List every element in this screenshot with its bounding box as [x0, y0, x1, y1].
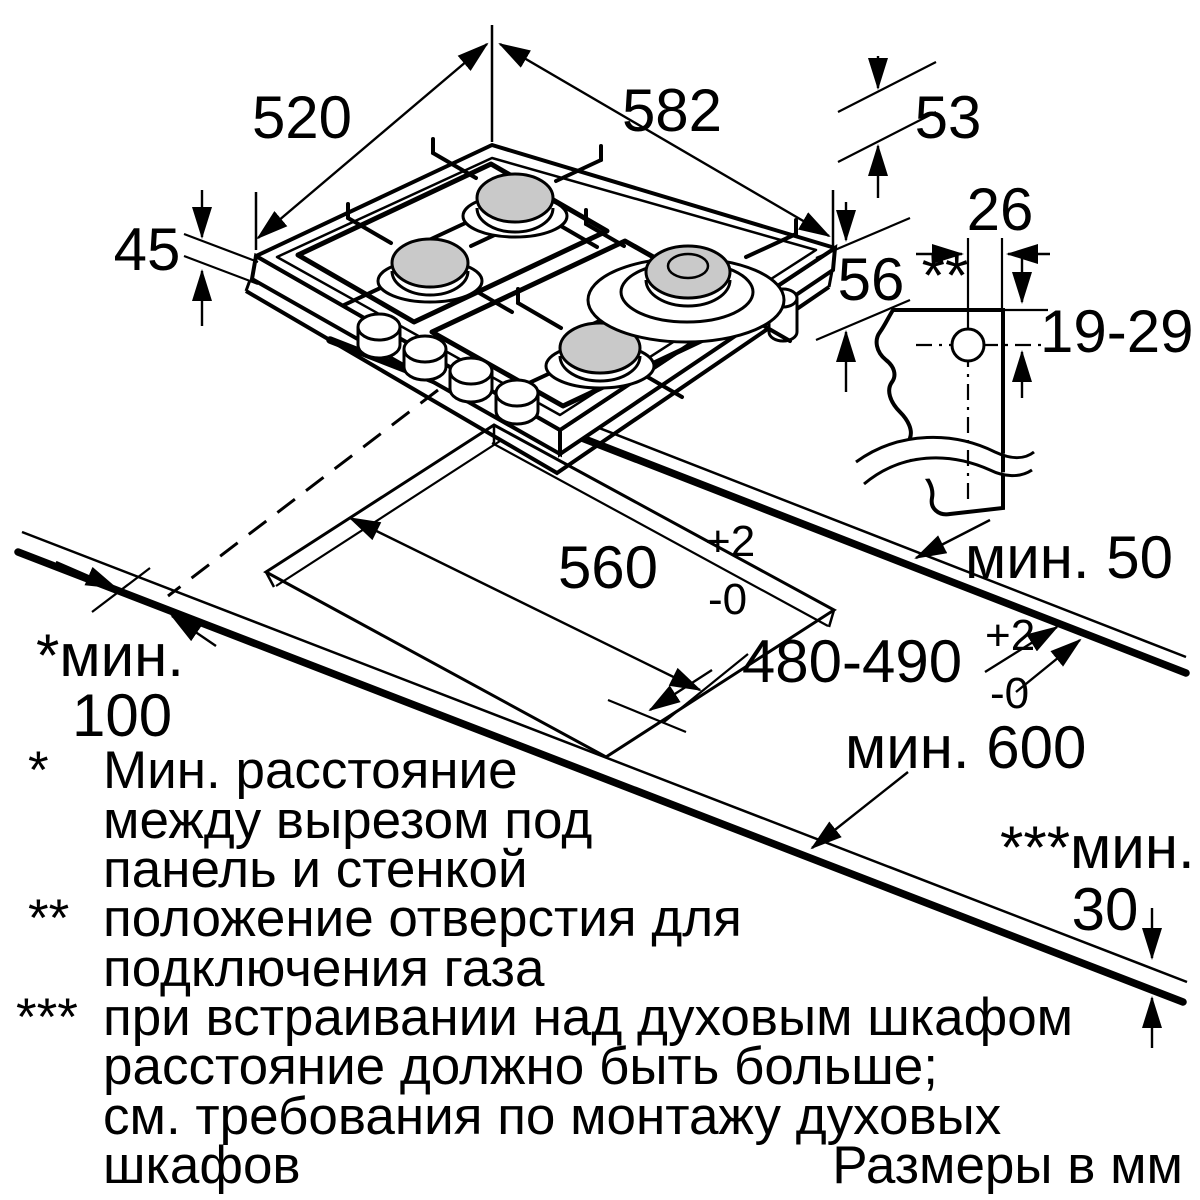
- dim-edge-height-label: 53: [915, 84, 982, 151]
- dim-cutout-width-label: 560: [558, 534, 658, 601]
- dim-gas-hole-range-label: 19-29: [1040, 298, 1193, 365]
- worktop-cutout: [263, 423, 837, 759]
- cutout-depth-tol-plus: +2: [985, 611, 1035, 660]
- dim-body-height-label: 56: [838, 246, 905, 313]
- min-back-label: мин. 50: [965, 524, 1173, 591]
- footnote-line: шкафов: [103, 1136, 301, 1195]
- dim-min-thickness-30: ***мин. 30: [1000, 814, 1195, 1048]
- gas-hole: [950, 327, 986, 363]
- dim-cutout-depth-label: 480-490: [742, 628, 962, 695]
- footnote-line: положение отверстия для: [103, 889, 742, 948]
- min-side-label: *мин.: [36, 622, 184, 689]
- units-note: Размеры в мм: [832, 1136, 1183, 1195]
- min-thickness-label: ***мин.: [1000, 814, 1195, 881]
- footnotes: * Мин. расстояние между вырезом под пане…: [16, 741, 1183, 1195]
- burner-front: [544, 321, 656, 390]
- footnote-marker-3: ***: [16, 988, 78, 1047]
- cutout-depth-tol-minus: -0: [990, 669, 1029, 718]
- cutout-width-tol-minus: -0: [708, 575, 747, 624]
- dim-cutout-depth-480-490: 480-490 +2 -0: [607, 611, 1059, 734]
- footnote-line: подключения газа: [103, 939, 545, 998]
- profile-break-lines: [855, 435, 1035, 486]
- footnote-marker-2: **: [28, 889, 69, 948]
- dim-min-back-50: мин. 50: [914, 518, 1173, 591]
- footnote-line: при встраивании над духовым шкафом: [103, 988, 1073, 1047]
- dim-min-side-100: *мин. 100: [36, 560, 217, 749]
- footnote-line: между вырезом под: [103, 791, 592, 850]
- gas-hole-marker-label: **: [922, 242, 969, 309]
- burner-wok: [586, 244, 786, 344]
- dim-body-height-56: 56: [815, 202, 911, 392]
- dim-gas-hole-offset-26: 26 **: [916, 176, 1050, 309]
- dim-hob-width-582: 582: [498, 42, 835, 248]
- dim-gas-hole-range-19-29: 19-29: [1012, 256, 1193, 398]
- footnote-line: панель и стенкой: [103, 840, 528, 899]
- dim-worktop-depth-600: мин. 600: [810, 638, 1086, 850]
- dim-hob-depth-label: 520: [252, 84, 352, 151]
- dim-edge-height-left-label: 45: [114, 216, 181, 283]
- control-knobs: [356, 312, 540, 426]
- footnote-line: см. требования по монтажу духовых: [103, 1087, 1001, 1146]
- dim-hob-width-label: 582: [622, 77, 722, 144]
- dim-edge-height-53: 53: [837, 56, 982, 198]
- dim-gas-hole-offset-label: 26: [967, 176, 1034, 243]
- cutout-width-tol-plus: +2: [705, 517, 755, 566]
- dim-edge-height-45: 45: [114, 190, 259, 326]
- footnote-line: расстояние должно быть больше;: [103, 1037, 938, 1096]
- hob-body-base-edge: [244, 285, 831, 476]
- projection-dashed-line: [167, 388, 439, 598]
- footnote-marker-1: *: [28, 741, 49, 800]
- dim-cutout-width-560: 560 +2 -0: [348, 516, 755, 723]
- min-thickness-value: 30: [1072, 876, 1139, 943]
- footnote-line: Мин. расстояние: [103, 741, 518, 800]
- worktop-depth-label: мин. 600: [845, 714, 1086, 781]
- min-side-value: 100: [72, 682, 172, 749]
- dim-hob-depth-520: 520: [252, 42, 489, 250]
- burner-left: [376, 237, 484, 304]
- gas-connection-profile: 26 ** 19-29: [855, 176, 1193, 517]
